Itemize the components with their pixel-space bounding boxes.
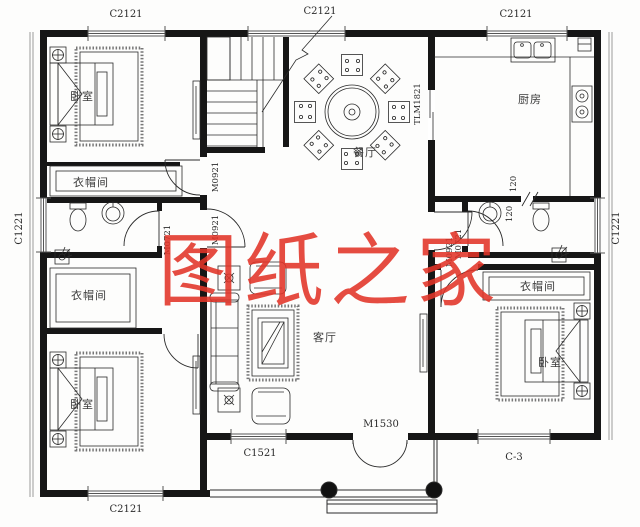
window-door-codes: C2121 C2121 C2121 C2121 C1221 C1221 C152…: [14, 6, 622, 515]
shower-left: [54, 246, 73, 265]
lamp-table-bottom: [217, 387, 241, 413]
living-rug: [246, 304, 300, 382]
label-closet-mid-left: 衣帽间: [71, 288, 107, 302]
label-kitchen: 厨房: [518, 93, 542, 106]
label-dim-b: 120: [505, 206, 515, 222]
window-left-c1221: [36, 197, 51, 253]
window-right-c1221: [590, 197, 605, 254]
wall-break: [521, 191, 539, 207]
tv-cabinet-living: [419, 313, 428, 373]
tv-cabinet-bedroom-top-left: [192, 80, 201, 140]
bed-right: [524, 319, 589, 383]
label-win-top-mid: C2121: [303, 6, 336, 17]
window-living-c1521: [230, 429, 287, 444]
armchair-bottom: [251, 387, 291, 425]
stair-break-line: [261, 15, 333, 113]
dining-table: [294, 54, 410, 170]
label-bedroom-top-left: 卧室: [70, 89, 94, 103]
basin-left: [101, 201, 125, 225]
furniture: [49, 37, 594, 452]
door-bath-right-m0721: [467, 210, 504, 247]
nightstand-bl-a: [49, 351, 67, 369]
label-win-right: C1221: [611, 211, 622, 244]
label-win-living: C1521: [243, 448, 276, 459]
label-win-left: C1221: [14, 211, 25, 244]
windows: [36, 26, 605, 501]
label-bedroom-right: 卧室: [538, 355, 562, 369]
nightstand-bl-b: [49, 430, 67, 448]
shower-right: [551, 244, 570, 263]
axis-lines: [29, 32, 613, 497]
window-top-left-c2121: [87, 26, 166, 41]
toilet-left: [69, 202, 87, 232]
window-top-right-c2121: [486, 26, 568, 41]
entry-double-door-m1530: [352, 439, 408, 468]
closet-mid-left-box: [49, 267, 137, 329]
label-door-entry: M1530: [363, 419, 399, 430]
door-bath-left-m0721: [123, 210, 160, 247]
rug-bedroom-right: [495, 306, 565, 402]
label-door-bath-right: M0721: [454, 229, 464, 259]
label-door-hall-right: M0921: [445, 237, 455, 267]
nightstand-r-a: [573, 302, 591, 320]
armchair-top: [249, 261, 287, 295]
window-bedroom-right-c3: [477, 429, 551, 444]
porch-column-right: [425, 481, 443, 499]
sofa: [209, 292, 240, 392]
label-door-stair: M0921: [211, 162, 221, 192]
coffee-table: [257, 317, 289, 369]
porch-column-left: [320, 481, 338, 499]
label-dining: 餐厅: [353, 145, 377, 159]
nightstand-r-b: [573, 382, 591, 400]
kitchen-counters: [434, 56, 594, 196]
label-closet-right: 衣帽间: [520, 279, 556, 293]
nightstand-tl-a: [49, 46, 67, 64]
door-hall-left-m0921: [206, 208, 246, 248]
kitchen-sink: [510, 37, 556, 63]
door-hall-right-m0921: [433, 211, 473, 251]
label-door-hall-left: M0921: [211, 215, 221, 245]
kitchen-appliance: [577, 37, 592, 52]
staircase: [206, 15, 333, 147]
watermark-text: 图纸之家: [158, 225, 502, 318]
door-bedroom-right: [440, 269, 479, 308]
basin-right: [478, 201, 502, 225]
closet-top-left-box: [49, 165, 183, 197]
room-labels: 卧室 卧室 卧室 衣帽间 衣帽间 衣帽间 厨房 餐厅 客厅: [70, 89, 562, 411]
label-door-kitchen-slide: TLM1821: [413, 83, 423, 125]
label-living: 客厅: [313, 330, 337, 344]
dining-chairs: [294, 54, 410, 170]
sliding-door-tlm1821: [428, 90, 435, 140]
label-win-bottom-left: C2121: [109, 504, 142, 515]
bed-bottom-left: [49, 367, 114, 431]
toilet-right: [532, 202, 550, 232]
window-bottom-left-c2121: [87, 486, 164, 501]
label-dim-a: 120: [509, 176, 519, 192]
label-win-top-left: C2121: [109, 9, 142, 20]
door-bedroom-bottom-left: [163, 333, 199, 369]
nightstand-tl-b: [49, 125, 67, 143]
label-win-top-right: C2121: [499, 9, 532, 20]
lamp-table-top: [217, 265, 241, 291]
label-closet-top-left: 衣帽间: [73, 175, 109, 189]
label-win-bedroom-right: C-3: [505, 452, 522, 463]
window-top-mid-c2121: [247, 26, 346, 41]
interior-walls: [40, 37, 601, 490]
label-door-bath-left: M0721: [163, 225, 173, 255]
closet-right-box: [482, 271, 591, 301]
outer-walls: [40, 30, 601, 497]
porch: [210, 440, 443, 514]
stove: [571, 85, 593, 123]
tv-cabinet-bedroom-bottom-left: [192, 355, 201, 415]
doors: [123, 159, 504, 468]
label-bedroom-bottom-left: 卧室: [70, 397, 94, 411]
